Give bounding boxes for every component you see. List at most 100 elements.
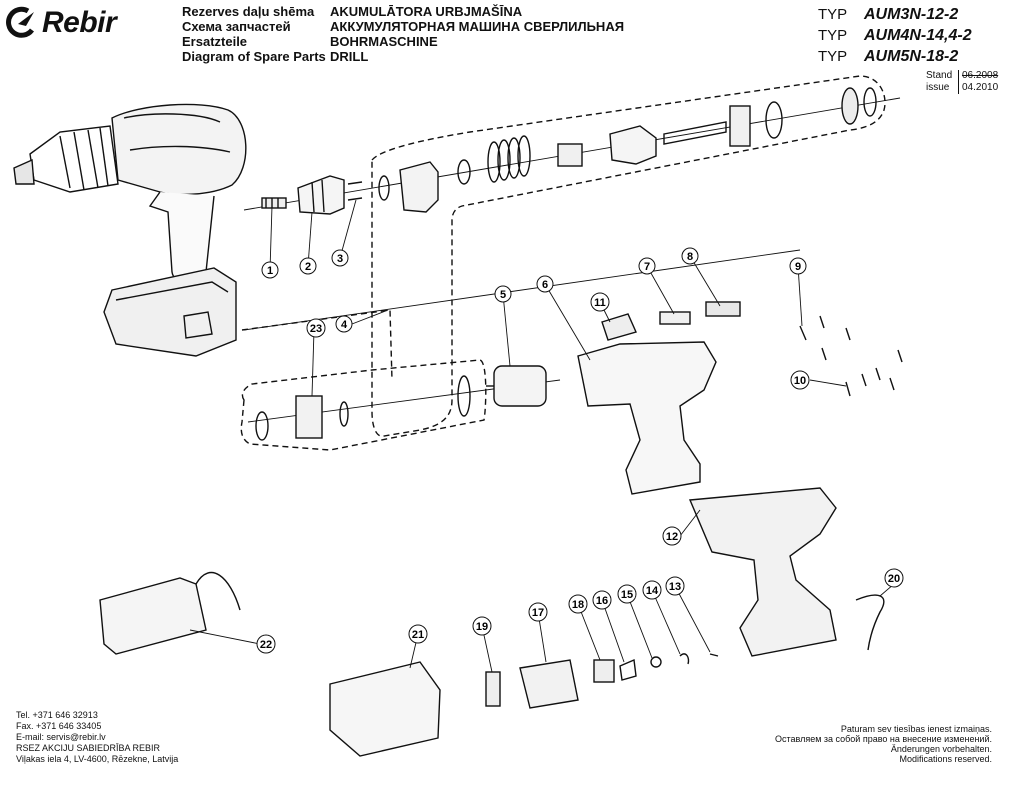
part-1-screw-shape — [261, 197, 287, 209]
model-typ-label: TYP — [818, 48, 848, 65]
part-5-motor-shape — [486, 365, 547, 407]
callout-3-label: 3 — [337, 253, 343, 265]
callout-17: 17 — [528, 602, 548, 622]
gearbox-clutch-ring-shape — [399, 161, 439, 213]
model-row: TYP AUM5N-18-2 — [818, 48, 1014, 69]
model-row: TYP AUM4N-14,4-2 — [818, 27, 1014, 48]
part-6-housing-left-shape — [577, 341, 717, 495]
part-9-screws-shape — [799, 315, 851, 361]
gearbox-ring-gear-shape — [557, 143, 583, 167]
callout-19-label: 19 — [476, 621, 488, 633]
part-18-shape — [593, 659, 615, 683]
callout-15: 15 — [617, 584, 637, 604]
assembled-drill-illustration — [13, 103, 247, 357]
brand-logo: Rebir — [4, 6, 117, 40]
title-name-de: BOHRMASCHINE — [330, 34, 438, 49]
notice-de: Änderungen vorbehalten. — [890, 744, 992, 754]
part-8-shape — [705, 301, 741, 317]
gearbox-spindle-shape — [663, 121, 727, 145]
part-23-shape — [295, 395, 323, 439]
callout-4: 4 — [335, 315, 353, 333]
gearbox-spring-shape — [457, 159, 471, 185]
stand-label: Stand — [926, 70, 953, 81]
callout-8-label: 8 — [687, 251, 693, 263]
model-name: AUM3N-12-2 — [864, 6, 959, 23]
callout-15-label: 15 — [621, 589, 633, 601]
callout-7: 7 — [638, 257, 656, 275]
part-3-screws-shape — [347, 181, 363, 201]
callout-13: 13 — [665, 576, 685, 596]
callout-10-label: 10 — [794, 375, 806, 387]
callout-21: 21 — [408, 624, 428, 644]
part-17-switch-shape — [519, 659, 579, 709]
callout-22-label: 22 — [260, 639, 272, 651]
title-name-ru: АККУМУЛЯТОРНАЯ МАШИНА СВЕРЛИЛЬНАЯ — [330, 19, 625, 34]
notice-ru: Оставляем за собой право на внесение изм… — [774, 734, 992, 744]
callout-5: 5 — [494, 285, 512, 303]
callout-8: 8 — [681, 247, 699, 265]
motor-switch-assembly-outline — [240, 359, 487, 451]
notice-en: Modifications reserved. — [899, 754, 992, 764]
callout-6: 6 — [536, 275, 554, 293]
title-name-lv: AKUMULĀTORA URBJMAŠĪNA — [330, 4, 523, 19]
gearbox-planet-carrier-shape — [609, 125, 657, 165]
contact-phone: Tel. +371 646 32913 — [16, 710, 98, 720]
title-label-en: Diagram of Spare Parts — [182, 49, 326, 64]
callout-14-label: 14 — [646, 585, 659, 597]
callout-9-label: 9 — [795, 261, 801, 273]
callout-12-label: 12 — [666, 531, 678, 543]
gearbox-end-cap-shape — [841, 87, 859, 125]
contact-address: Viļakas iela 4, LV-4600, Rēzekne, Latvij… — [16, 754, 179, 764]
title-label-de: Ersatzteile — [182, 34, 248, 49]
part-2-chuck-shape — [297, 175, 345, 215]
callout-21-label: 21 — [412, 629, 424, 641]
contact-company: RSEZ AKCIJU SABIEDRĪBA REBIR — [16, 743, 161, 753]
callout-16-label: 16 — [596, 595, 608, 607]
callout-11: 11 — [590, 292, 610, 312]
title-label-lv: Rezerves daļu shēma — [182, 4, 315, 19]
revision-block: Stand 06.2008 issue 04.2010 — [926, 70, 998, 94]
callout-12: 12 — [662, 526, 682, 546]
charger-cord-shape — [195, 571, 241, 611]
notice-lv: Paturam sev tiesības ienest izmaiņas. — [840, 724, 992, 734]
modification-notice: Paturam sev tiesības ienest izmaiņas. Ос… — [775, 724, 992, 764]
gearbox-coil-spring-shape — [487, 135, 531, 183]
callout-11-label: 11 — [594, 297, 606, 309]
part-15-shape — [650, 656, 662, 668]
model-name: AUM5N-18-2 — [864, 48, 959, 65]
title-labels: Rezerves daļu shēma Схема запчастей Ersa… — [182, 4, 326, 64]
gearbox-housing-shape — [729, 105, 751, 147]
title-label-ru: Схема запчастей — [182, 19, 291, 34]
part-22-charger-shape — [99, 577, 207, 655]
callout-16: 16 — [592, 590, 612, 610]
gearbox-assembly-outline — [371, 75, 886, 437]
model-name: AUM4N-14,4-2 — [864, 27, 972, 44]
callout-19: 19 — [472, 616, 492, 636]
callout-5-label: 5 — [500, 289, 506, 301]
leader-lines — [189, 199, 895, 673]
callout-13-label: 13 — [669, 581, 681, 593]
callout-18: 18 — [568, 594, 588, 614]
part-19-shape — [485, 671, 501, 707]
contact-email: E-mail: servis@rebir.lv — [16, 732, 106, 742]
gearbox-end-cap-shape — [863, 87, 877, 117]
callout-23: 23 — [306, 318, 326, 338]
callout-2: 2 — [299, 257, 317, 275]
title-name-en: DRILL — [330, 49, 369, 64]
model-typ-label: TYP — [818, 27, 848, 44]
part-12-housing-right-shape — [688, 487, 837, 657]
part-20-wire-shape — [855, 594, 885, 651]
contact-block: Tel. +371 646 32913 Fax. +371 646 33405 … — [16, 710, 178, 765]
part-14-shape — [679, 653, 690, 665]
part-11-shape — [601, 313, 637, 341]
callout-10: 10 — [790, 370, 810, 390]
callout-7-label: 7 — [644, 261, 650, 273]
part-7-shape — [659, 311, 691, 325]
part-21-battery-shape — [329, 661, 441, 757]
motor-washer-shape — [339, 401, 349, 427]
motor-washer-shape — [457, 375, 471, 417]
issue-label: issue — [926, 82, 950, 93]
callout-22: 22 — [256, 634, 276, 654]
model-typ-label: TYP — [818, 6, 848, 23]
